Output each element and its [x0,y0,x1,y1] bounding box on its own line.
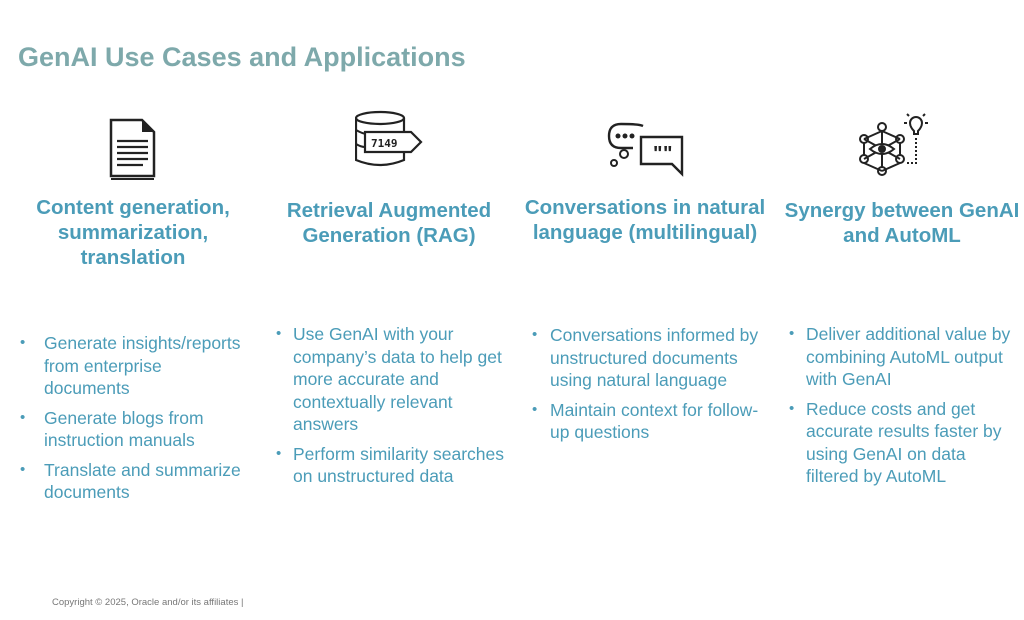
list-item: Use GenAI with your company’s data to he… [276,323,506,436]
network-lightbulb-icon [859,113,928,176]
bullet-list-conversations: Conversations informed by unstructured d… [532,324,767,451]
list-item: Conversations informed by unstructured d… [532,324,767,392]
page-title: GenAI Use Cases and Applications [18,42,466,72]
list-item: Translate and summarize documents [20,459,245,504]
heading-content-generation: Content generation, summarization, trans… [36,196,230,269]
bullet-list-rag: Use GenAI with your company’s data to he… [276,323,506,495]
heading-synergy: Synergy between GenAI and AutoML [784,199,1020,247]
list-item: Generate insights/reports from enterpris… [20,332,245,400]
chat-bubbles-icon: "" [607,122,684,177]
heading-conversations: Conversations in natural language (multi… [524,196,766,244]
bullet-list-synergy: Deliver additional value by combining Au… [789,323,1021,495]
list-item: Perform similarity searches on unstructu… [276,443,506,488]
svg-text:": " [663,143,672,165]
list-item: Generate blogs from instruction manuals [20,407,245,452]
list-item: Maintain context for follow-up questions [532,399,767,444]
database-tag-icon: 7149 [355,110,423,167]
copyright-footer: Copyright © 2025, Oracle and/or its affi… [52,597,244,608]
svg-text:": " [653,143,662,165]
bullet-list-content-generation: Generate insights/reports from enterpris… [20,332,245,511]
list-item: Deliver additional value by combining Au… [789,323,1021,391]
document-icon [109,118,156,180]
icon-tag-number: 7149 [371,137,398,150]
list-item: Reduce costs and get accurate results fa… [789,398,1021,488]
heading-rag: Retrieval Augmented Generation (RAG) [286,199,492,247]
